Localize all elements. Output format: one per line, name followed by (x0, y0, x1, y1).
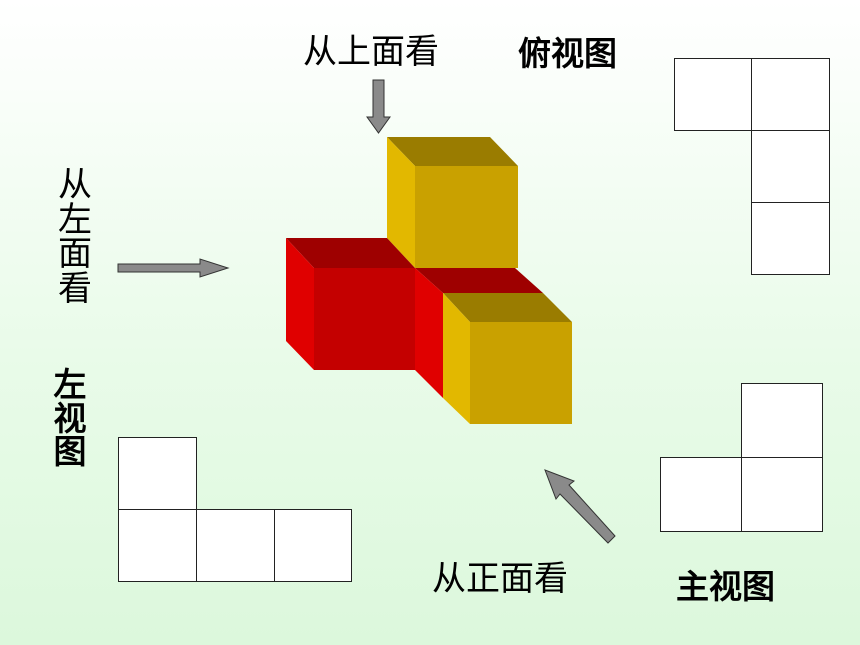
label-left-view-char-2: 视 (53, 398, 87, 438)
arrow-from-top (366, 79, 391, 134)
left-view-cell (118, 509, 197, 582)
arrow-from-front (544, 469, 616, 544)
left-view-grid (118, 437, 352, 582)
front-view-grid (660, 383, 823, 532)
label-left-view-char-3: 图 (53, 432, 87, 472)
cube-middle-red (415, 268, 543, 398)
top-view-cell (751, 202, 830, 275)
left-view-cell (196, 509, 275, 582)
label-front-view: 主视图 (676, 567, 775, 606)
label-from-front: 从正面看 (432, 559, 568, 599)
label-from-left: 从 左 面 看 (56, 168, 94, 307)
cube-front-gold (443, 293, 572, 424)
label-from-left-char-4: 看 (58, 269, 92, 310)
label-left-view: 左 视 图 (51, 368, 89, 469)
top-view-grid (674, 58, 830, 275)
label-from-left-char-2: 左 (58, 199, 92, 240)
front-view-cell (660, 457, 742, 532)
label-from-top: 从上面看 (303, 32, 439, 72)
front-view-cell (741, 383, 823, 458)
label-top-view: 俯视图 (518, 34, 617, 73)
cube-left-red (286, 238, 415, 370)
left-view-cell (118, 437, 197, 510)
left-view-cell (274, 509, 352, 582)
top-view-cell (751, 58, 830, 131)
label-from-left-char-3: 面 (58, 234, 92, 275)
label-from-left-char-1: 从 (58, 165, 92, 205)
top-view-cell (751, 130, 830, 203)
front-view-cell (741, 457, 823, 532)
cube-top-gold (387, 137, 518, 268)
label-left-view-char-1: 左 (53, 365, 87, 404)
arrow-from-left (117, 258, 230, 278)
top-view-cell (674, 58, 752, 131)
